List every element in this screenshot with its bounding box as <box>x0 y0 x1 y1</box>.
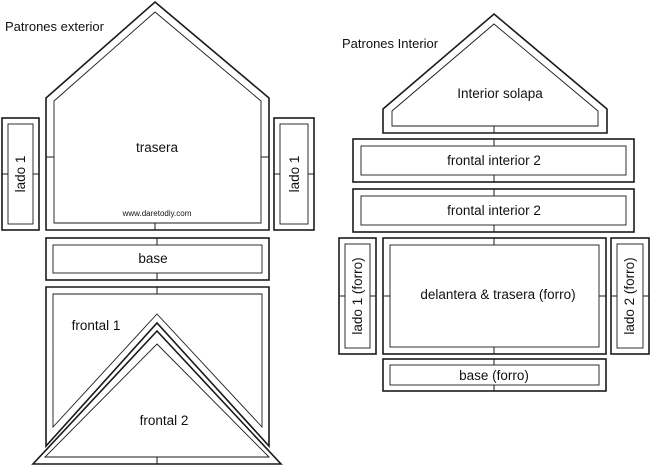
base-piece: base <box>45 237 270 281</box>
base-forro-piece: base (forro) <box>382 358 607 392</box>
website-label: www.daretodiy.com <box>122 209 192 218</box>
lado-right-piece: lado 1 <box>273 117 315 231</box>
delantera-piece: delantera & trasera (forro) <box>382 237 607 355</box>
frontal-interior-b-label: frontal interior 2 <box>447 203 541 218</box>
interior-solapa-label: Interior solapa <box>457 86 543 101</box>
frontal2-piece: frontal 2 <box>31 329 283 465</box>
trasera-label: trasera <box>136 140 179 155</box>
frontal2-label: frontal 2 <box>140 413 189 428</box>
frontal1-piece: frontal 1 <box>45 286 270 449</box>
frontal-interior-a-label: frontal interior 2 <box>447 153 541 168</box>
base-forro-label: base (forro) <box>459 368 529 383</box>
trasera-piece: trasera www.daretodiy.com <box>45 0 270 231</box>
frontal1-label: frontal 1 <box>72 318 121 333</box>
frontal-interior-a-piece: frontal interior 2 <box>352 138 635 183</box>
lado2-forro-piece: lado 2 (forro) <box>610 237 650 355</box>
interior-heading: Patrones Interior <box>342 36 439 51</box>
lado-left-piece: lado 1 <box>1 117 40 231</box>
interior-solapa-piece: Interior solapa <box>382 12 608 134</box>
lado1-forro-label: lado 1 (forro) <box>350 257 365 334</box>
frontal-interior-b-piece: frontal interior 2 <box>352 188 635 233</box>
lado-left-label: lado 1 <box>13 156 28 193</box>
lado-right-label: lado 1 <box>287 156 302 193</box>
lado1-forro-piece: lado 1 (forro) <box>338 237 377 355</box>
exterior-heading: Patrones exterior <box>5 19 105 34</box>
lado2-forro-label: lado 2 (forro) <box>622 257 637 334</box>
delantera-label: delantera & trasera (forro) <box>420 287 575 302</box>
base-label: base <box>138 251 167 266</box>
